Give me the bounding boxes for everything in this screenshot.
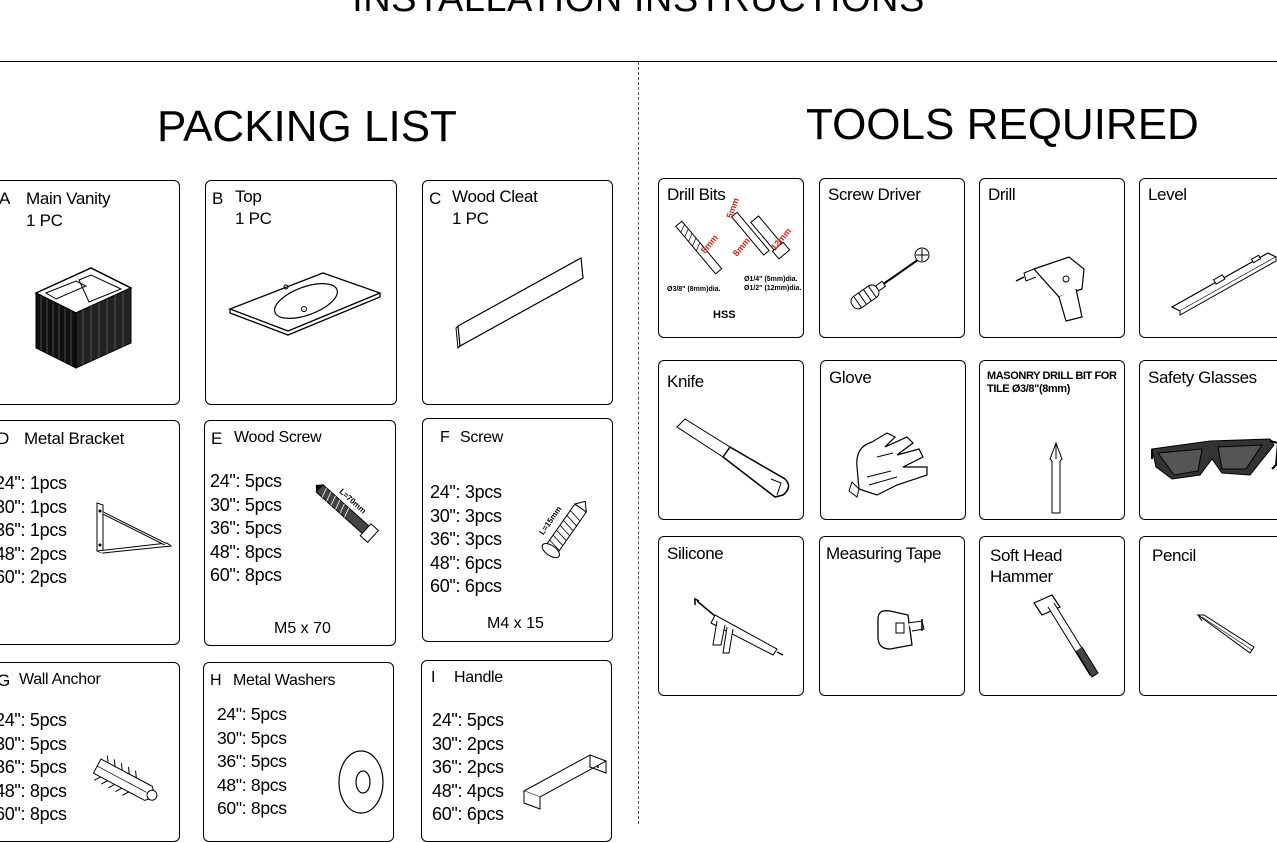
part-name: Wood Screw (234, 429, 322, 446)
drill-bits-illustration: 8mm 5mm 8mm 12mm Ø3/8" (8mm)dia. Ø1/4" (… (667, 197, 801, 321)
tool-label: Silicone (667, 544, 724, 563)
part-letter: H (210, 672, 222, 689)
part-quantity: 1 PC (452, 209, 489, 228)
tool-card-hammer: Soft Head Hammer (979, 536, 1125, 696)
tool-label: Measuring Tape (826, 544, 942, 563)
header-divider (0, 61, 1277, 62)
tool-card-knife: Knife (658, 360, 804, 520)
metal-bracket-illustration (96, 502, 173, 554)
tool-card-safety-glasses: Safety Glasses (1139, 360, 1277, 520)
tool-label: Level (1148, 185, 1187, 204)
part-card-wood-cleat: C Wood Cleat 1 PC (422, 180, 613, 405)
tool-card-level: Level (1139, 178, 1277, 338)
tool-label: Drill Bits (667, 185, 726, 204)
countertop-illustration (228, 272, 382, 336)
tool-label: Screw Driver (828, 185, 921, 204)
part-name: Handle (454, 669, 503, 686)
knife-illustration (676, 418, 790, 498)
part-name: Screw (460, 429, 503, 446)
part-name: Wood Cleat (452, 187, 538, 206)
bit-dia-1-2: Ø1/2" (12mm)dia. (744, 285, 801, 292)
tool-label: Safety Glasses (1148, 368, 1257, 387)
tool-label: Knife (667, 372, 704, 391)
silicone-gun-illustration (694, 597, 784, 656)
drill-illustration (1015, 256, 1085, 322)
part-letter: E (211, 429, 223, 448)
part-quantity: 1 PC (235, 209, 272, 228)
part-letter: F (440, 429, 450, 446)
bit-size-8mm-b: 8mm (731, 236, 752, 259)
wall-anchor-illustration (92, 755, 158, 801)
pencil-illustration (1196, 614, 1255, 654)
tool-card-pencil: Pencil (1139, 536, 1277, 696)
part-card-main-vanity: A Main Vanity 1 PC (0, 180, 180, 405)
tool-card-drill-bits: Drill Bits 8mm 5mm 8mm 12mm Ø3/8" (8mm)d… (658, 178, 804, 338)
screw-illustration: L=15mm (537, 500, 587, 559)
part-letter: I (431, 669, 436, 686)
part-name: Top (235, 187, 262, 206)
masonry-bit-illustration (1049, 441, 1063, 514)
tool-card-screw-driver: Screw Driver (819, 178, 965, 338)
tool-label: Pencil (1152, 546, 1196, 565)
handle-illustration (522, 754, 608, 810)
tool-label: Glove (829, 368, 872, 387)
level-illustration (1170, 252, 1277, 316)
safety-glasses-illustration (1151, 438, 1277, 480)
packing-list-title: PACKING LIST (157, 102, 457, 151)
screw-spec: M5 x 70 (274, 620, 331, 637)
part-letter: C (429, 189, 441, 208)
part-name: Wall Anchor (19, 671, 101, 688)
tool-card-silicone: Silicone (658, 536, 804, 696)
hammer-illustration (1033, 594, 1099, 678)
screw-spec: M4 x 15 (487, 615, 544, 632)
measuring-tape-illustration (877, 610, 925, 650)
part-quantity: 1 PC (26, 211, 63, 230)
tool-card-measuring-tape: Measuring Tape (819, 536, 965, 696)
part-letter: G (0, 671, 10, 691)
washer-illustration (338, 750, 384, 814)
wood-screw-illustration: L=70mm (315, 483, 380, 544)
part-letter: B (212, 189, 224, 208)
section-divider (638, 62, 639, 824)
part-name: Main Vanity (26, 189, 111, 208)
bit-dia-1-4: Ø1/4" (5mm)dia. (744, 276, 798, 283)
part-letter: D (0, 429, 9, 449)
hss-label: HSS (713, 309, 736, 321)
part-letter: A (0, 189, 11, 208)
tool-card-drill: Drill (979, 178, 1125, 338)
part-name: Metal Washers (233, 672, 336, 689)
part-card-top: B Top 1 PC (205, 180, 397, 405)
glove-illustration (848, 432, 928, 498)
bit-dia-3-8: Ø3/8" (8mm)dia. (667, 286, 721, 293)
tools-required-title: TOOLS REQUIRED (806, 100, 1199, 149)
part-name: Metal Bracket (24, 429, 125, 448)
vanity-illustration (34, 267, 133, 369)
tool-label: MASONRY DRILL BIT FOR TILE Ø3/8"(8mm) (987, 370, 1117, 395)
tool-label: Drill (988, 185, 1016, 204)
bit-size-8mm: 8mm (699, 233, 720, 256)
screw-driver-illustration (850, 247, 930, 310)
tool-card-masonry-bit: MASONRY DRILL BIT FOR TILE Ø3/8"(8mm) (979, 360, 1125, 520)
page-title: INSTALLATION INSTRUCTIONS (0, 0, 1277, 21)
wood-cleat-illustration (455, 257, 584, 350)
tool-label: Soft Head Hammer (990, 546, 1063, 586)
tool-card-glove: Glove (820, 360, 966, 520)
